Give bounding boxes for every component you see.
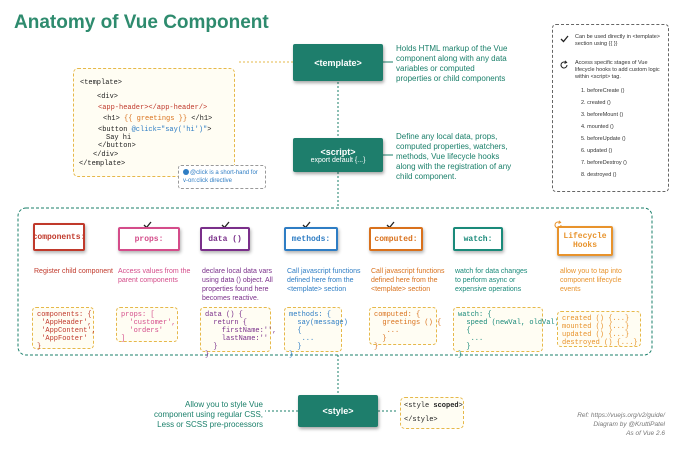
hook-item: 4. mounted () (581, 124, 614, 130)
data-code: data () { return { firstName:'', lastNam… (200, 307, 276, 359)
code-line: </div> (93, 151, 119, 159)
info-icon (183, 169, 189, 175)
computed-box: computed: (369, 227, 423, 251)
page-title: Anatomy of Vue Component (14, 12, 269, 33)
data-desc: declare local data vars using data () ob… (202, 268, 273, 302)
style-box-label: <style> (322, 406, 354, 416)
code-line: <style scoped> (404, 402, 463, 410)
credit-ref: Ref: https://vuejs.org/v2/guide/ (577, 412, 665, 419)
watch-box: watch: (453, 227, 503, 251)
code-line: <app-header></app-header/> (98, 104, 208, 112)
code-token: {{ greetings }} (124, 115, 188, 123)
hook-item: 8. destroyed () (581, 172, 617, 178)
template-code-block (73, 68, 235, 177)
refresh-icon (560, 60, 568, 69)
legend-check-text: Can be used directly in <template> secti… (575, 34, 660, 47)
script-options-container (17, 207, 653, 356)
code-line: <template> (80, 79, 123, 87)
code-line: </template> (79, 160, 126, 168)
credit-version: As of Vue 2.6 (626, 430, 665, 437)
props-desc: Access values from the parent components (118, 268, 191, 284)
code-token: @click="say('hi')" (131, 126, 208, 134)
lifecycle-desc: allow you to tap into component lifecycl… (560, 268, 622, 293)
code-token: > (458, 402, 463, 410)
code-token: > (207, 126, 212, 134)
template-box: <template> (293, 44, 383, 81)
props-box: props: (118, 227, 180, 251)
methods-code: methods: { say(message) { ... } } (284, 307, 348, 359)
legend-box (552, 24, 669, 192)
click-note: @click is a short-hand for v-on:click di… (178, 165, 266, 189)
script-desc: Define any local data, props, computed p… (396, 132, 512, 181)
template-desc: Holds HTML markup of the Vue component a… (396, 44, 508, 83)
methods-desc: Call javascript functions defined here f… (287, 268, 361, 293)
code-line: <div> (97, 93, 119, 101)
computed-desc: Call javascript functions defined here f… (371, 268, 445, 293)
code-token: <style (404, 402, 434, 410)
components-desc: Register child component (34, 268, 113, 275)
script-box-label: <script> (320, 146, 356, 157)
hook-item: 5. beforeUpdate () (581, 136, 626, 142)
template-box-label: <template> (314, 57, 362, 68)
code-token: </h1> (187, 115, 213, 123)
components-box: components: (33, 223, 85, 251)
hook-item: 3. beforeMount () (581, 112, 624, 118)
methods-box: methods: (284, 227, 338, 251)
code-token: <button (98, 126, 132, 134)
watch-code: watch: { speed (newVal, oldVal) { ... } … (453, 307, 559, 359)
hook-item: 1. beforeCreate () (581, 88, 625, 94)
code-token: scoped (433, 402, 459, 410)
style-desc: Allow you to style Vue component using r… (154, 400, 263, 429)
watch-desc: watch for data changes to perform async … (455, 268, 528, 293)
click-note-text: @click is a short-hand for v-on:click di… (183, 170, 258, 184)
hook-item: 7. beforeDestroy () (581, 160, 627, 166)
lifecycle-code: created () {...} mounted () {...} update… (557, 311, 641, 347)
credit-author: Diagram by @KruttiPatel (593, 421, 665, 428)
script-box: <script> export default {...} (293, 138, 383, 172)
lifecycle-hooks-box: Lifecycle Hooks (557, 226, 613, 256)
style-box: <style> (298, 395, 378, 427)
props-code: props: [ 'customer', 'orders' ] (116, 307, 178, 343)
code-line: Say hi (106, 134, 132, 142)
computed-code: computed: { greetings () { ... } } (369, 307, 441, 351)
check-icon (560, 35, 569, 43)
legend-access-text: Access specific stages of Vue lifecycle … (575, 60, 660, 80)
data-box: data () (200, 227, 250, 251)
credits: Ref: https://vuejs.org/v2/guide/ Diagram… (540, 411, 665, 438)
code-line: <h1> {{ greetings }} </h1> (103, 115, 212, 123)
code-line: <button @click="say('hi')"> (98, 126, 211, 134)
code-line: </button> (98, 142, 136, 150)
code-token: <h1> (103, 115, 125, 123)
hook-item: 2. created () (581, 100, 611, 106)
style-code-block (400, 397, 464, 429)
components-code: components: { 'AppHeader', 'AppContent',… (32, 307, 96, 351)
hook-item: 6. updated () (581, 148, 613, 154)
code-line: </style> (404, 416, 438, 424)
script-box-sub: export default {...} (310, 156, 366, 164)
